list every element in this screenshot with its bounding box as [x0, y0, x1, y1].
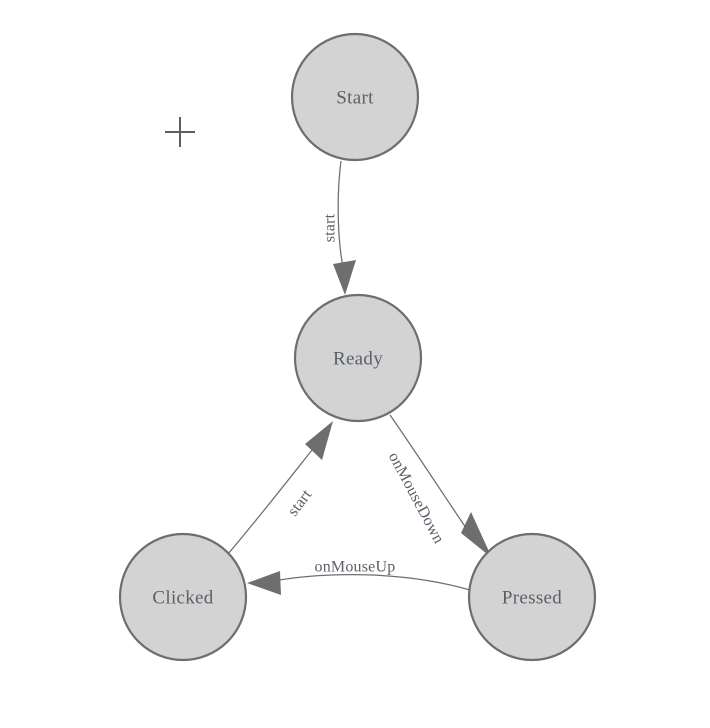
node-start-circle[interactable] [290, 32, 420, 162]
edge-start-to-ready[interactable]: start [322, 160, 357, 295]
edge-label-pressed-to-clicked: onMouseUp [315, 559, 396, 576]
node-pressed-label: Pressed [502, 588, 562, 609]
node-ready-label: Ready [333, 349, 383, 370]
edge-ready-to-pressed[interactable]: onMouseDown [385, 414, 492, 558]
crosshair-icon[interactable] [165, 117, 195, 147]
arrowhead-ready-to-pressed [461, 512, 492, 558]
node-ready[interactable]: Ready [293, 293, 423, 423]
node-pressed[interactable]: Pressed [467, 532, 597, 662]
arrowhead-start-to-ready [333, 260, 356, 295]
edge-path-clicked-to-ready [227, 439, 321, 555]
edge-label-clicked-to-ready: start [285, 486, 316, 519]
node-start[interactable]: Start [290, 32, 420, 162]
edge-path-pressed-to-clicked [267, 574, 471, 591]
node-clicked-label: Clicked [152, 588, 213, 609]
node-clicked-circle[interactable] [118, 532, 248, 662]
node-pressed-circle[interactable] [467, 532, 597, 662]
edge-label-start-to-ready: start [322, 213, 339, 242]
edge-label-ready-to-pressed: onMouseDown [385, 449, 447, 546]
node-clicked[interactable]: Clicked [118, 532, 248, 662]
arrowhead-clicked-to-ready [305, 421, 333, 460]
edge-clicked-to-ready[interactable]: start [227, 421, 333, 555]
node-start-label: Start [336, 88, 374, 109]
edge-path-start-to-ready [337, 160, 345, 273]
arrowhead-pressed-to-clicked [247, 571, 281, 595]
node-ready-circle[interactable] [293, 293, 423, 423]
edge-pressed-to-clicked[interactable]: onMouseUp [247, 559, 471, 596]
